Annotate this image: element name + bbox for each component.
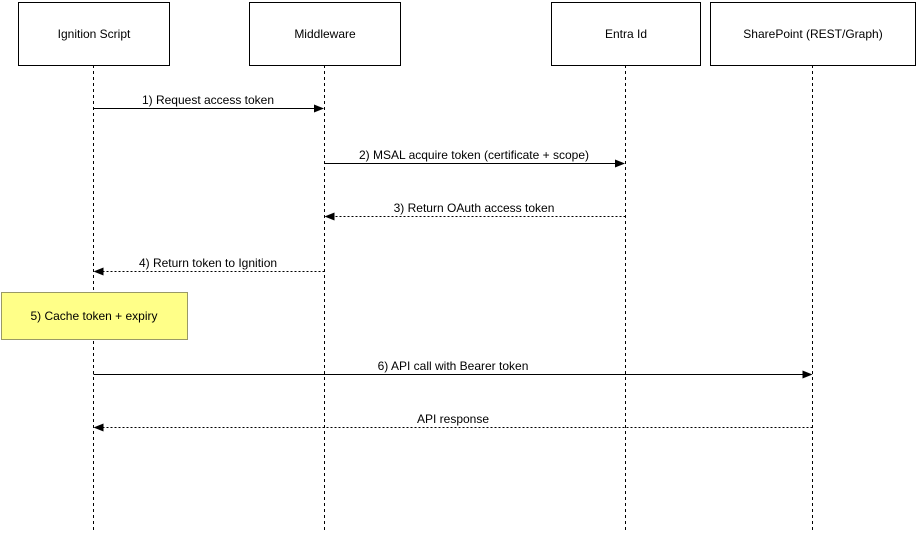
message-4-arrowhead <box>93 267 104 276</box>
actor-box-middleware <box>249 2 401 66</box>
message-3-arrowhead <box>324 212 335 221</box>
message-4-label: 4) Return token to Ignition <box>139 256 277 270</box>
actor-label-middleware: Middleware <box>294 27 356 41</box>
note-label: 5) Cache token + expiry <box>30 309 157 323</box>
message-7-label: API response <box>417 412 489 426</box>
message-6-arrowhead <box>802 370 813 379</box>
message-6-label: 6) API call with Bearer token <box>378 359 529 373</box>
note-box <box>1 292 188 340</box>
message-2-label: 2) MSAL acquire token (certificate + sco… <box>359 148 589 162</box>
message-1-arrowhead <box>314 104 324 113</box>
actor-box-ignition-script <box>18 2 170 66</box>
actor-label-entra-id: Entra Id <box>605 27 647 41</box>
message-3-label: 3) Return OAuth access token <box>394 201 555 215</box>
actor-box-entra-id <box>551 2 701 66</box>
message-1-label: 1) Request access token <box>142 93 274 107</box>
actor-label-sharepoint: SharePoint (REST/Graph) <box>743 27 882 41</box>
actor-label-ignition-script: Ignition Script <box>58 27 131 41</box>
actor-box-sharepoint <box>710 2 916 66</box>
message-2-arrowhead <box>615 159 625 168</box>
message-7-arrowhead <box>93 423 104 432</box>
